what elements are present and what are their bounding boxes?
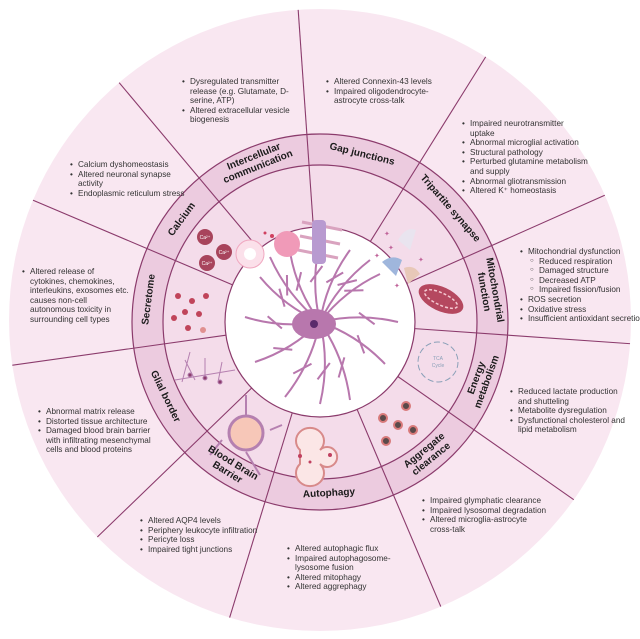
sector-divider (113, 76, 260, 250)
tca-label: TCA (433, 356, 444, 362)
list-item: Metabolite dysregulation (510, 406, 630, 416)
list-item: Impaired neurotransmitter uptake (462, 119, 590, 138)
list-item: Dysregulated transmitter release (e.g. G… (182, 77, 302, 106)
list-item: Abnormal matrix release (38, 407, 158, 417)
glial-border-list: Abnormal matrix release Distorted tissue… (36, 407, 158, 455)
svg-text:✦: ✦ (374, 252, 380, 260)
secretome-list: Altered release of cytokines, chemokines… (20, 267, 130, 325)
list-item: Abnormal gliotransmission (462, 177, 590, 187)
gap-junctions-list: Altered Connexin-43 levels Impaired olig… (324, 77, 446, 106)
aggregate-icon (378, 401, 418, 446)
glial-scar-icon (174, 351, 236, 385)
ca-label: Ca²⁺ (202, 261, 213, 267)
list-item: Impaired lysosomal degradation (422, 506, 548, 516)
aggregate-list: Impaired glymphatic clearance Impaired l… (420, 496, 548, 534)
vesicle-release-icon (235, 231, 300, 269)
tripartite-list: Impaired neurotransmitter uptake Abnorma… (460, 119, 590, 196)
list-item: Insufficient antioxidant secretion (520, 314, 640, 324)
astrocyte-illustration (244, 241, 399, 405)
list-item: Altered K⁺ homeostasis (462, 186, 590, 196)
list-item: Damaged blood brain barrier with infiltr… (38, 426, 158, 455)
cycle-label: Cycle (432, 363, 445, 369)
list-item-text: Mitochondrial dysfunction (528, 247, 621, 256)
autophagosome-icon (295, 426, 339, 488)
sub-list-item: Decreased ATP (530, 276, 640, 286)
list-item: Distorted tissue architecture (38, 417, 158, 427)
tca-cycle-icon: TCA Cycle (417, 341, 459, 383)
bbb-list: Altered AQP4 levels Periphery leukocyte … (138, 516, 270, 554)
ca-label: Ca²⁺ (200, 235, 211, 241)
mitochondrion-icon (418, 284, 464, 314)
list-item: Altered extracellular vesicle biogenesis (182, 106, 302, 125)
sector-divider (369, 50, 491, 242)
energy-list: Reduced lactate production and shuttelin… (508, 387, 630, 435)
sector-divider (356, 409, 446, 617)
sector-divider (9, 334, 227, 368)
calcium-list: Calcium dyshomeostasis Altered neuronal … (68, 160, 186, 198)
intercellular-list: Dysregulated transmitter release (e.g. G… (180, 77, 302, 125)
list-item: Altered microglia-astrocyte cross-talk (422, 515, 548, 534)
list-item: Impaired glymphatic clearance (422, 496, 548, 506)
sector-divider (406, 191, 613, 284)
calcium-ions-icon: Ca²⁺ Ca²⁺ Ca²⁺ (197, 229, 232, 271)
list-item: Altered release of cytokines, chemokines… (22, 267, 130, 325)
sector-divider (397, 376, 583, 506)
autophagy-list: Altered autophagic flux Impaired autopha… (285, 544, 405, 592)
sub-list: Reduced respiration Damaged structure De… (528, 257, 640, 295)
gap-junction-icon (297, 220, 343, 264)
secretome-icon (171, 293, 209, 333)
svg-text:✦: ✦ (388, 244, 394, 252)
sector-divider (414, 328, 631, 345)
svg-text:✦: ✦ (384, 230, 390, 238)
ca-label: Ca²⁺ (219, 250, 230, 256)
list-item: Altered Connexin-43 levels (326, 77, 446, 87)
list-item: Perturbed glutamine metabolism and suppl… (462, 157, 590, 176)
svg-text:✦: ✦ (418, 256, 424, 264)
list-item: Altered AQP4 levels (140, 516, 270, 526)
list-item: Altered neuronal synapse activity (70, 170, 186, 189)
list-item: Reduced lactate production and shuttelin… (510, 387, 630, 406)
list-item: Calcium dyshomeostasis (70, 160, 186, 170)
list-item: Impaired autophagosome-lysosome fusion (287, 554, 405, 573)
astrocyte-nucleus (310, 320, 318, 328)
list-item: Altered autophagic flux (287, 544, 405, 554)
list-item: Endoplasmic reticulum stress (70, 189, 186, 199)
list-item: Abnormal microglial activation (462, 138, 590, 148)
list-item: Impaired oligodendrocyte-astrocyte cross… (326, 87, 446, 106)
list-item: Pericyte loss (140, 535, 270, 545)
list-item: Periphery leukocyte infiltration (140, 526, 270, 536)
sub-list-item: Reduced respiration (530, 257, 640, 267)
sub-list-item: Damaged structure (530, 266, 640, 276)
tripartite-synapse-icon: ✦ ✦ ✦ ✦ ✦ (374, 229, 424, 290)
list-item: Oxidative stress (520, 305, 640, 315)
list-item: Mitochondrial dysfunction Reduced respir… (520, 247, 640, 295)
sector-divider (89, 387, 253, 545)
mitochondrial-list: Mitochondrial dysfunction Reduced respir… (518, 247, 640, 324)
list-item: Dysfunctional cholesterol and lipid meta… (510, 416, 630, 435)
sector-divider (297, 9, 314, 228)
list-item: Impaired tight junctions (140, 545, 270, 555)
list-item: ROS secretion (520, 295, 640, 305)
svg-text:✦: ✦ (394, 282, 400, 290)
list-item: Altered aggrephagy (287, 582, 405, 592)
blood-vessel-icon (209, 395, 283, 476)
list-item: Structural pathology (462, 148, 590, 158)
sector-divider (25, 196, 233, 286)
list-item: Altered mitophagy (287, 573, 405, 583)
sector-dividers (9, 9, 631, 629)
sub-list-item: Impaired fission/fusion (530, 285, 640, 295)
